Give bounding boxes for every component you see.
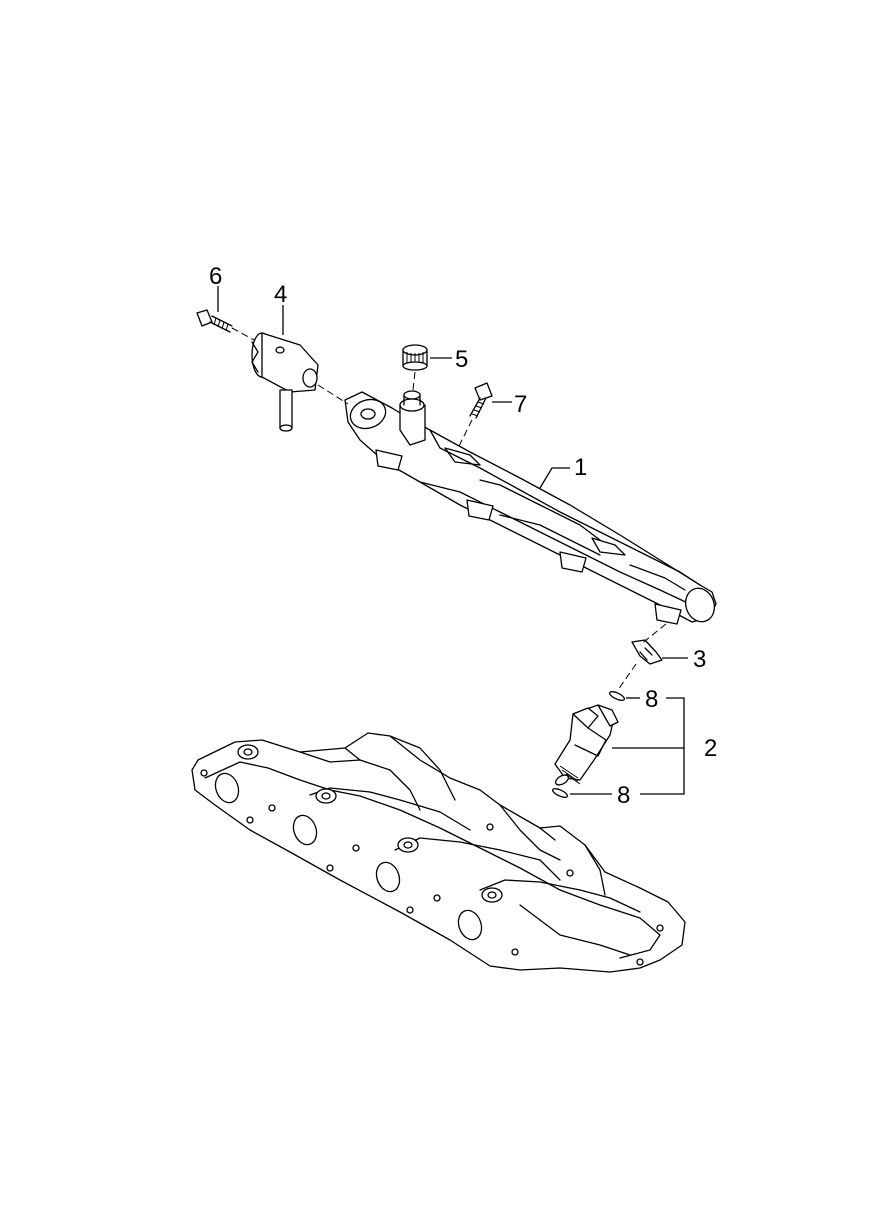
injector-clip bbox=[631, 639, 663, 665]
callout-8-lower: 8 bbox=[617, 782, 630, 809]
callout-5: 5 bbox=[455, 346, 468, 373]
test-valve-cap bbox=[402, 344, 428, 371]
callout-4: 4 bbox=[274, 281, 287, 308]
o-ring-lower bbox=[551, 788, 569, 798]
pressure-regulator bbox=[251, 332, 319, 432]
fuel-injector bbox=[554, 704, 619, 786]
leader-lines bbox=[217, 286, 688, 795]
bolt bbox=[196, 309, 233, 333]
assembly-lines bbox=[231, 327, 667, 691]
rail-screw bbox=[469, 382, 493, 419]
callout-6: 6 bbox=[209, 263, 222, 290]
o-ring-upper bbox=[608, 691, 626, 701]
callout-3: 3 bbox=[693, 646, 706, 673]
fuel-rail bbox=[344, 390, 717, 625]
callout-7: 7 bbox=[514, 391, 527, 418]
callout-1: 1 bbox=[574, 454, 587, 481]
callout-8-upper: 8 bbox=[645, 686, 658, 713]
callout-2: 2 bbox=[704, 735, 717, 762]
intake-manifold bbox=[191, 732, 686, 973]
